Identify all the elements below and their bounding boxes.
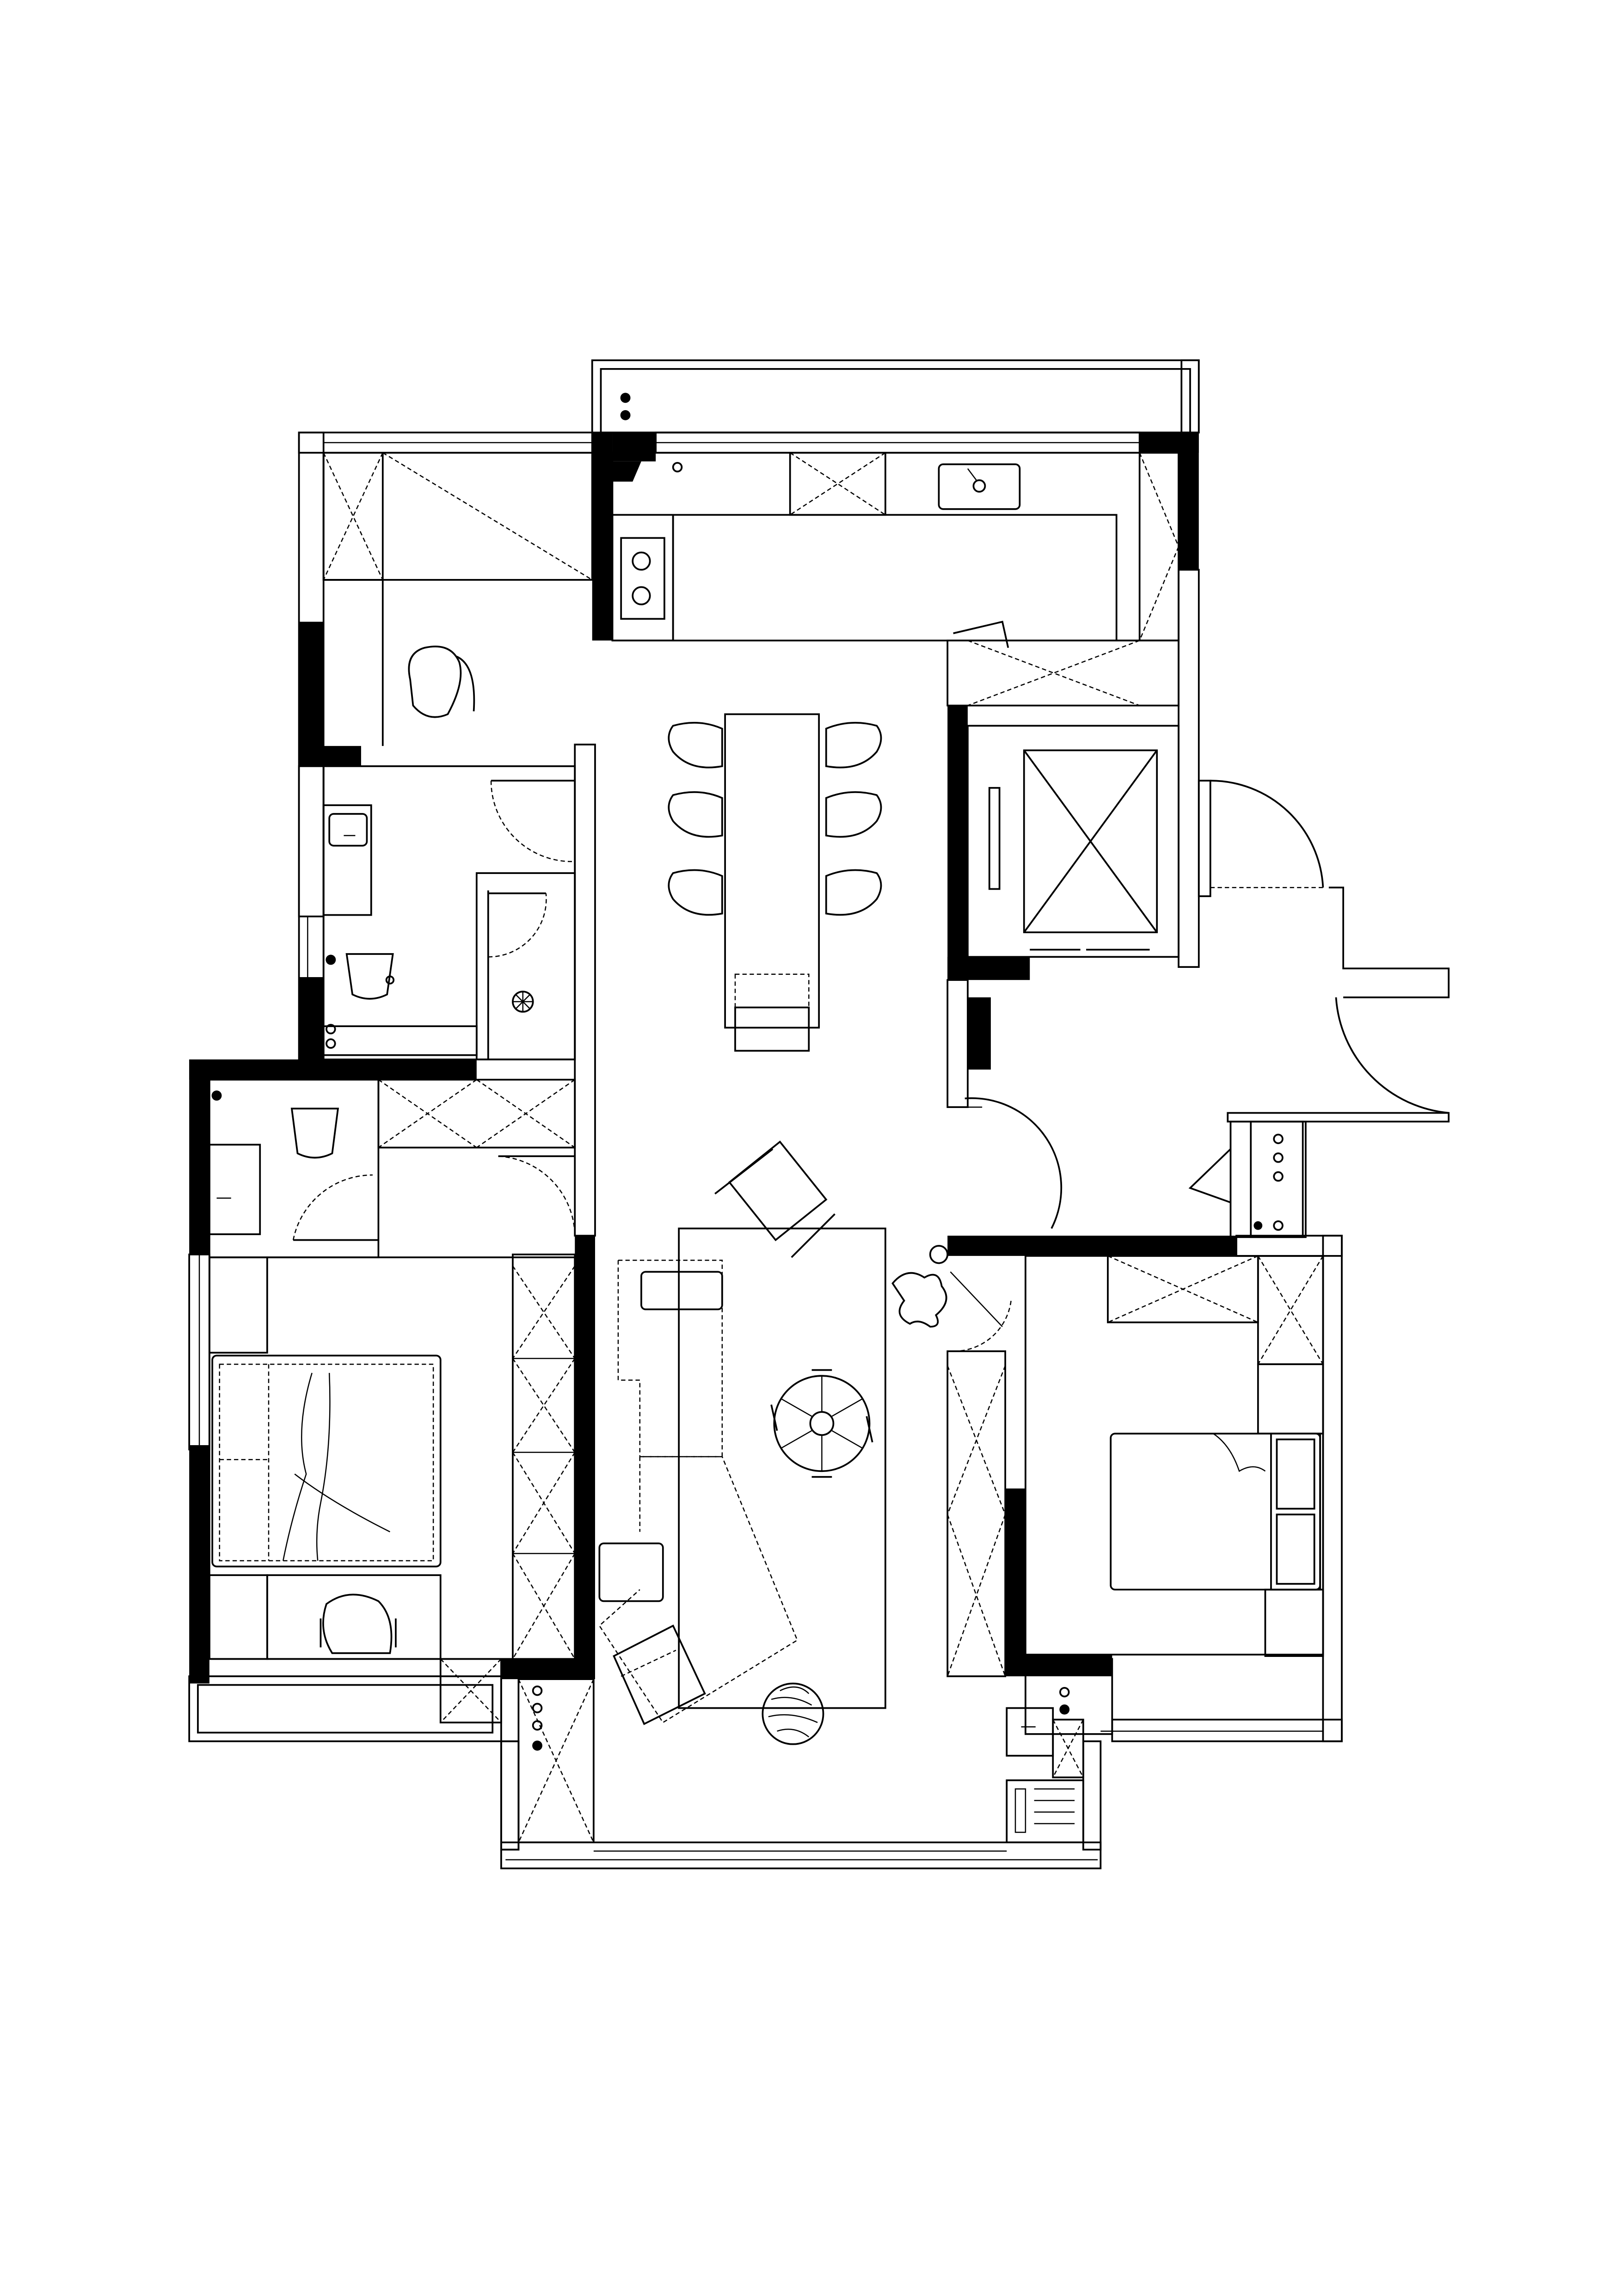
drain-icon (620, 393, 631, 403)
balcony-north (591, 359, 1200, 434)
drain-icon (620, 410, 631, 420)
entrance (947, 780, 1450, 1238)
shoe-cabinet (1188, 1120, 1307, 1238)
balcony-south (500, 1678, 595, 1851)
bathroom-2 (209, 1078, 576, 1258)
bed-icon (1110, 1433, 1321, 1591)
washing-machine (1006, 1779, 1084, 1843)
hall-cabinet (377, 1078, 576, 1149)
rug (678, 1227, 886, 1709)
nightstand (1257, 1363, 1324, 1434)
vanity (322, 804, 372, 916)
sink-icon (209, 1144, 261, 1235)
wardrobe (946, 1255, 1324, 1677)
bathroom-1 (322, 765, 576, 1060)
bed-icon (211, 1354, 442, 1568)
lounge-chair (714, 1140, 836, 1258)
chair-icon (319, 1594, 397, 1654)
chair-icon (408, 646, 475, 718)
side-table-icon (762, 1682, 824, 1745)
dining-area (668, 713, 882, 1052)
wardrobe (512, 1253, 576, 1660)
nightstand (1264, 1588, 1324, 1657)
windows (198, 442, 1323, 1860)
toilet-icon (326, 953, 395, 1049)
chair-icon (668, 722, 882, 916)
storage-cabinet (946, 621, 1180, 707)
second-bedroom (946, 1255, 1324, 1843)
sink-icon (938, 463, 1021, 510)
toilet-icon (211, 1090, 339, 1159)
nightstand (209, 1574, 268, 1660)
kitchen (611, 452, 1180, 641)
walls (188, 431, 1343, 1870)
stove-icon (620, 537, 665, 620)
living-room (598, 1140, 1012, 1745)
sink-icon (1006, 1687, 1070, 1757)
sink-icon (328, 813, 368, 847)
round-table-icon (770, 1369, 873, 1478)
teddy-bear-icon (891, 1245, 1003, 1328)
nightstand (209, 1256, 268, 1354)
shower-icon (475, 872, 576, 1060)
master-bedroom (209, 1253, 576, 1724)
sofa-icon (598, 1259, 798, 1725)
study-corner (322, 452, 593, 746)
elevator-shaft (967, 725, 1180, 958)
